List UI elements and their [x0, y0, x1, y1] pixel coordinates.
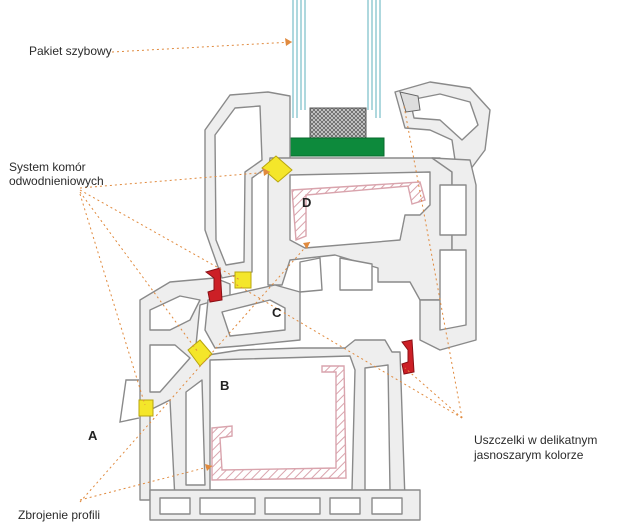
glass-unit [287, 0, 385, 157]
reinforcement-label: Zbrojenie profili [18, 508, 101, 522]
section-letter-b: B [220, 378, 230, 393]
drainage-system-label-line1: System komór [9, 160, 86, 174]
leader-lines [79, 41, 463, 503]
seal-outer [401, 339, 415, 375]
glazing-support-bar [287, 137, 385, 157]
seals-label-line2: jasnoszarym kolorze [474, 448, 584, 462]
section-letter-d: D [302, 195, 312, 210]
seals [204, 91, 421, 375]
drainage-marker-outer [138, 399, 154, 417]
glass-pane-lines [292, 0, 381, 118]
leader-arrowheads [205, 38, 310, 471]
seals-label-line1: Uszczelki w delikatnym [474, 433, 598, 447]
seal-top [399, 91, 421, 113]
drainage-system-label-line2: odwodnieniowych [9, 174, 104, 188]
seal-inner [204, 267, 223, 303]
glass-unit-label: Pakiet szybowy [29, 44, 112, 58]
drainage-markers [138, 155, 293, 417]
drainage-marker-upper [261, 155, 293, 183]
drainage-marker-mid [234, 271, 252, 289]
sash-reinforcement [291, 181, 426, 242]
desiccant-spacer [309, 107, 367, 139]
drip-cap [119, 379, 140, 423]
section-letter-c: C [272, 305, 282, 320]
frame-reinforcement [211, 365, 347, 481]
section-letter-a: A [88, 428, 98, 443]
